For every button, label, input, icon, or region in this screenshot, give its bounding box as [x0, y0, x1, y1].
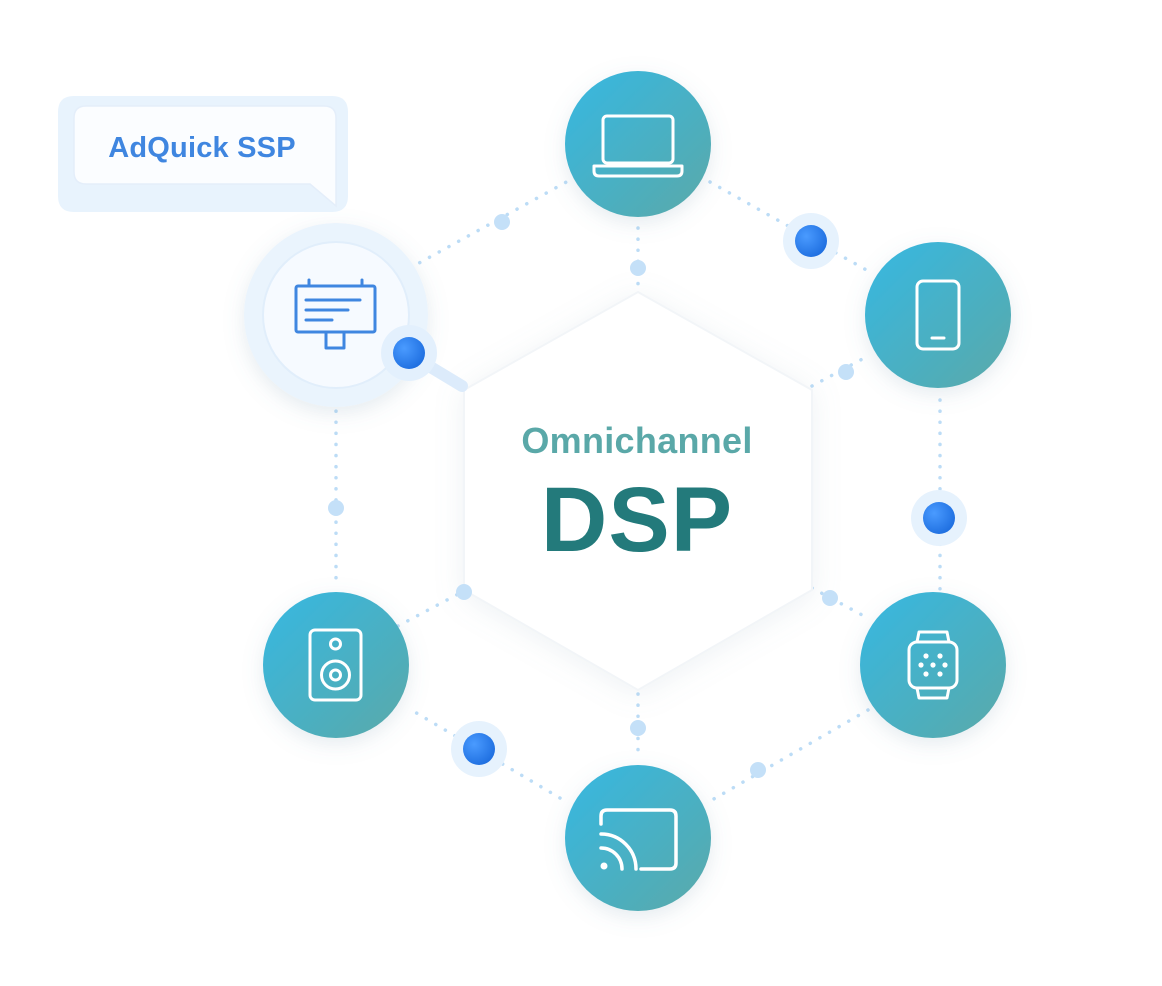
smartwatch-icon [907, 630, 959, 700]
phone-node [865, 242, 1011, 388]
speaker-icon [308, 628, 363, 702]
billboard-accent-dot [381, 325, 468, 392]
ssp-callout-bubble [58, 96, 348, 212]
smartphone-icon [915, 279, 961, 351]
laptop-icon [592, 114, 684, 178]
speaker-node [263, 592, 409, 738]
center-title: DSP [540, 469, 734, 571]
light-connector-dots [328, 214, 854, 778]
cast-screen-icon [599, 808, 678, 871]
cast-node [565, 765, 711, 911]
ssp-callout-label: AdQuick SSP [108, 131, 296, 164]
accent-connector-dots [451, 213, 967, 777]
billboard-icon [294, 278, 377, 350]
billboard-node [244, 223, 428, 407]
center-subtitle: Omnichannel [521, 420, 753, 461]
laptop-node [565, 71, 711, 217]
